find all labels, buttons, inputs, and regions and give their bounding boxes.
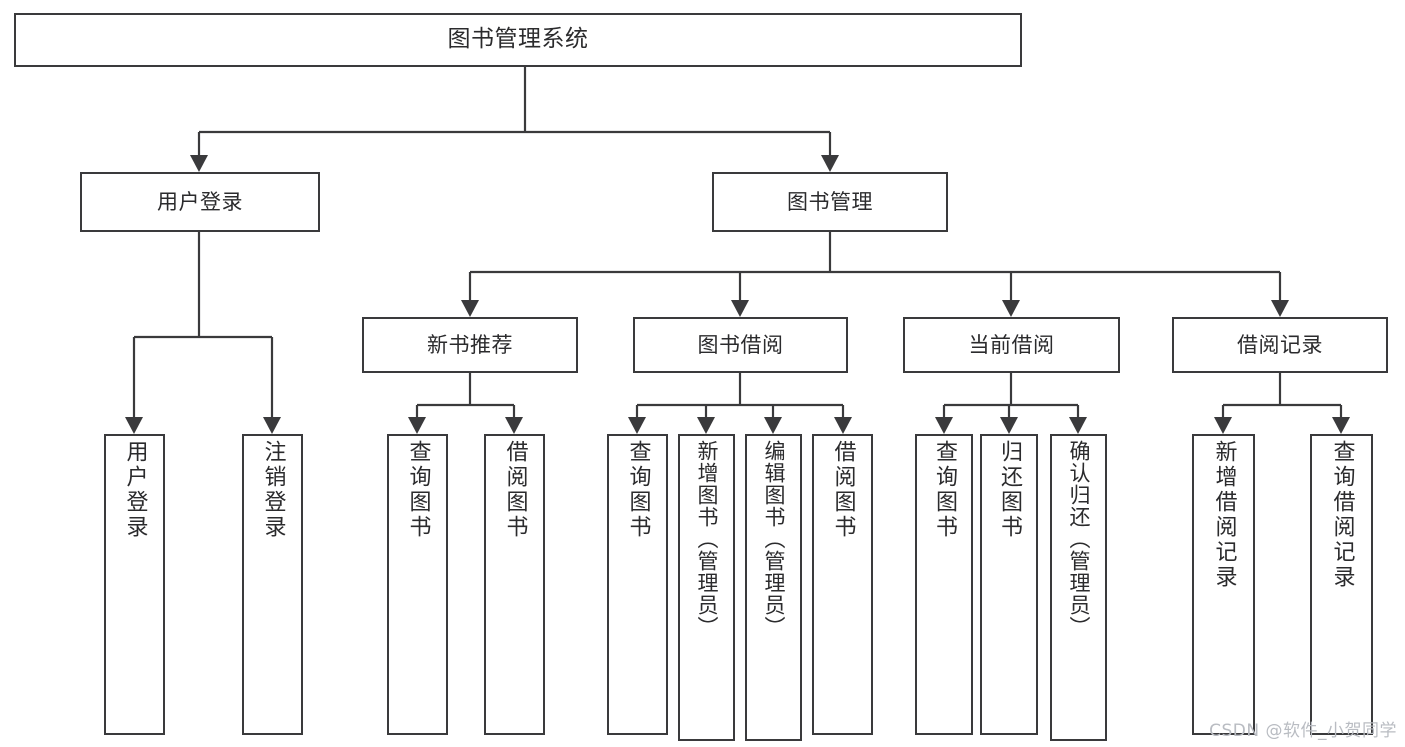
node-label: 查询图书 [405, 440, 431, 540]
leaf-book-borrow-edit[interactable]: 编辑图书（管理员） [745, 434, 802, 741]
leaf-user-login-login[interactable]: 用户登录 [104, 434, 165, 735]
node-label: 确认归还（管理员） [1067, 440, 1091, 638]
node-label: 查询图书 [932, 440, 957, 540]
node-label: 新增图书（管理员） [695, 440, 719, 638]
node-label: 图书借阅 [697, 332, 784, 357]
node-label: 查询图书 [625, 440, 651, 540]
leaf-current-borrow-return[interactable]: 归还图书 [980, 434, 1038, 735]
leaf-borrow-record-add[interactable]: 新增借阅记录 [1192, 434, 1255, 735]
leaf-new-book-borrow[interactable]: 借阅图书 [484, 434, 545, 735]
node-borrow-record[interactable]: 借阅记录 [1172, 317, 1388, 373]
node-label: 新书推荐 [427, 332, 513, 357]
csdn-watermark: CSDN @软件_小贺同学 [1209, 721, 1397, 741]
node-label: 归还图书 [997, 440, 1022, 540]
node-label: 查询借阅记录 [1329, 440, 1355, 590]
leaf-book-borrow-borrow[interactable]: 借阅图书 [812, 434, 873, 735]
node-label: 当前借阅 [968, 332, 1055, 357]
node-book-management[interactable]: 图书管理 [712, 172, 948, 232]
node-label: 注销登录 [260, 440, 286, 540]
leaf-current-borrow-query[interactable]: 查询图书 [915, 434, 973, 735]
leaf-borrow-record-query[interactable]: 查询借阅记录 [1310, 434, 1373, 735]
node-label: 编辑图书（管理员） [762, 440, 786, 638]
node-label: 图书管理 [787, 189, 873, 214]
node-new-book-recommend[interactable]: 新书推荐 [362, 317, 578, 373]
leaf-current-borrow-confirm-return[interactable]: 确认归还（管理员） [1050, 434, 1107, 741]
node-user-login[interactable]: 用户登录 [80, 172, 320, 232]
node-book-borrow[interactable]: 图书借阅 [633, 317, 848, 373]
leaf-new-book-query[interactable]: 查询图书 [387, 434, 448, 735]
leaf-book-borrow-query[interactable]: 查询图书 [607, 434, 668, 735]
node-label: 新增借阅记录 [1211, 440, 1237, 590]
node-root-system[interactable]: 图书管理系统 [14, 13, 1022, 67]
node-label: 借阅记录 [1237, 332, 1323, 357]
leaf-book-borrow-add[interactable]: 新增图书（管理员） [678, 434, 735, 741]
node-label: 用户登录 [157, 189, 243, 214]
leaf-user-login-logout[interactable]: 注销登录 [242, 434, 303, 735]
node-label: 图书管理系统 [447, 26, 589, 53]
node-label: 借阅图书 [502, 440, 528, 540]
node-label: 用户登录 [122, 440, 148, 540]
node-current-borrow[interactable]: 当前借阅 [903, 317, 1120, 373]
node-label: 借阅图书 [830, 440, 856, 540]
